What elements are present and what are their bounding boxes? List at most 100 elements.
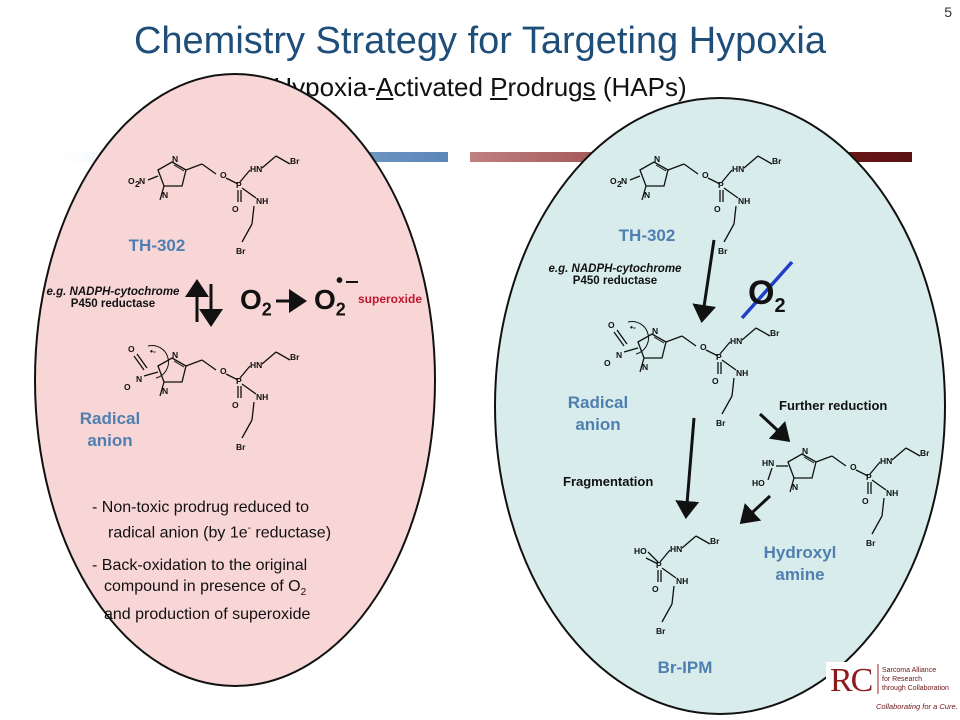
radical-anion-structure-right: O N O •- N N O P HN Br NH O Br <box>604 320 780 428</box>
svg-text:Br: Br <box>236 442 246 452</box>
svg-text:HN: HN <box>880 456 892 466</box>
svg-text:Br: Br <box>290 156 300 166</box>
enzyme-line1-right: e.g. NADPH-cytochrome <box>548 263 682 275</box>
radical-line2: anion <box>87 431 133 450</box>
bullet2-line3: and production of superoxide <box>104 605 311 623</box>
fragmentation-label: Fragmentation <box>563 474 654 489</box>
radical-anion-label-left: Radical anion <box>62 408 158 452</box>
o2-sub: 2 <box>261 299 272 320</box>
svg-text:NH: NH <box>256 196 268 206</box>
svg-text:HN: HN <box>732 164 744 174</box>
bullet1-sup: - <box>247 523 251 534</box>
svg-text:O: O <box>232 204 239 214</box>
enzyme-label-right: e.g. NADPH-cytochrome P450 reductase <box>540 263 690 287</box>
svg-text:NH: NH <box>886 488 898 498</box>
logo-letters: RC <box>830 662 873 699</box>
o2-left: O2 <box>240 284 272 321</box>
svg-text:Br: Br <box>716 418 726 428</box>
svg-text:N: N <box>172 154 178 164</box>
logo-line2: for Research <box>882 676 923 683</box>
svg-text:Br: Br <box>772 156 782 166</box>
svg-text:Br: Br <box>710 536 720 546</box>
radical-dot-icon: • <box>336 270 344 292</box>
enzyme-line2: P450 reductase <box>70 298 156 310</box>
svg-text:O: O <box>128 344 135 354</box>
svg-text:N: N <box>139 176 145 186</box>
svg-text:Br: Br <box>866 538 876 548</box>
svg-text:HN: HN <box>250 164 262 174</box>
svg-text:N: N <box>652 326 658 336</box>
svg-text:N: N <box>644 190 650 200</box>
further-reduction-label: Further reduction <box>779 398 888 413</box>
svg-text:O: O <box>862 496 869 506</box>
svg-text:O: O <box>128 176 135 186</box>
svg-text:N: N <box>616 350 622 360</box>
svg-text:N: N <box>621 176 627 186</box>
svg-text:HN: HN <box>730 336 742 346</box>
o2-right: O2 <box>748 274 786 318</box>
hydroxylamine-structure: HN HO N N O P HN Br NH O Br <box>752 446 930 548</box>
logo-text: Sarcoma Alliance for Research through Co… <box>882 666 949 693</box>
svg-text:Br: Br <box>236 246 246 256</box>
svg-text:O: O <box>608 320 615 330</box>
subtitle-part: (HAPs) <box>595 72 687 102</box>
svg-text:P: P <box>718 180 724 190</box>
svg-text:HN: HN <box>250 360 262 370</box>
svg-text:NH: NH <box>676 576 688 586</box>
svg-text:Br: Br <box>718 246 728 256</box>
subtitle-part: rodrug <box>507 72 583 102</box>
svg-text:N: N <box>654 154 660 164</box>
svg-text:O: O <box>702 170 709 180</box>
br-ipm-structure: HO P HN Br NH O Br <box>634 535 720 636</box>
logo-line1: Sarcoma Alliance <box>882 667 937 674</box>
subtitle-part: ctivated <box>393 72 491 102</box>
radical-line1: Radical <box>79 409 141 428</box>
bullet2-line1: - Back-oxidation to the original <box>92 557 308 575</box>
slide-number: 5 <box>944 4 952 20</box>
svg-text:•-: •- <box>630 322 636 332</box>
bullet2-text: compound in presence of O <box>104 578 301 596</box>
radical-anion-label-right: Radical anion <box>550 392 646 436</box>
svg-text:HO: HO <box>752 478 765 488</box>
radical-right-line1: Radical <box>567 393 629 412</box>
subtitle-part: A <box>375 72 394 102</box>
svg-text:P: P <box>656 560 662 570</box>
svg-text:Br: Br <box>656 626 666 636</box>
svg-text:2: 2 <box>135 179 140 189</box>
sarc-logo <box>826 662 960 720</box>
logo-line3: through Collaboration <box>882 685 949 692</box>
o2-absent-strike <box>740 260 794 320</box>
svg-text:Br: Br <box>770 328 780 338</box>
svg-text:2: 2 <box>617 179 622 189</box>
enzyme-line2-right: P450 reductase <box>572 275 658 287</box>
bullet2-sub: 2 <box>300 587 307 599</box>
o2-radical-sub: 2 <box>335 299 346 320</box>
radical-right-line2: anion <box>575 415 621 434</box>
svg-text:NH: NH <box>738 196 750 206</box>
svg-text:O: O <box>652 584 659 594</box>
bullet1-line1: - Non-toxic prodrug reduced to <box>92 499 309 516</box>
svg-text:O: O <box>610 176 617 186</box>
svg-text:HN: HN <box>670 544 682 554</box>
svg-text:•-: •- <box>150 346 156 356</box>
subtitle-part: P <box>490 72 508 102</box>
fragmentation-arrow <box>675 417 700 519</box>
svg-text:NH: NH <box>736 368 748 378</box>
logo-tagline: Collaborating for a Cure. <box>876 702 958 711</box>
subtitle-part: s <box>582 72 596 102</box>
hydroxylamine-fragmentation-arrow <box>739 494 772 525</box>
svg-text:O: O <box>124 382 131 392</box>
o2-right-text: O <box>748 274 775 312</box>
slide-subtitle: Hypoxia-Activated Prodrugs (HAPs) <box>0 72 960 103</box>
svg-text:NH: NH <box>256 392 268 402</box>
svg-text:N: N <box>136 374 142 384</box>
left-ellipse <box>34 73 436 687</box>
bullet1-text: radical anion (by 1e <box>108 524 248 542</box>
bullet1-line2: radical anion (by 1e- reductase) <box>92 518 412 543</box>
svg-text:N: N <box>162 190 168 200</box>
slide-title: Chemistry Strategy for Targeting Hypoxia <box>133 20 827 62</box>
svg-text:P: P <box>236 180 242 190</box>
svg-text:Br: Br <box>290 352 300 362</box>
